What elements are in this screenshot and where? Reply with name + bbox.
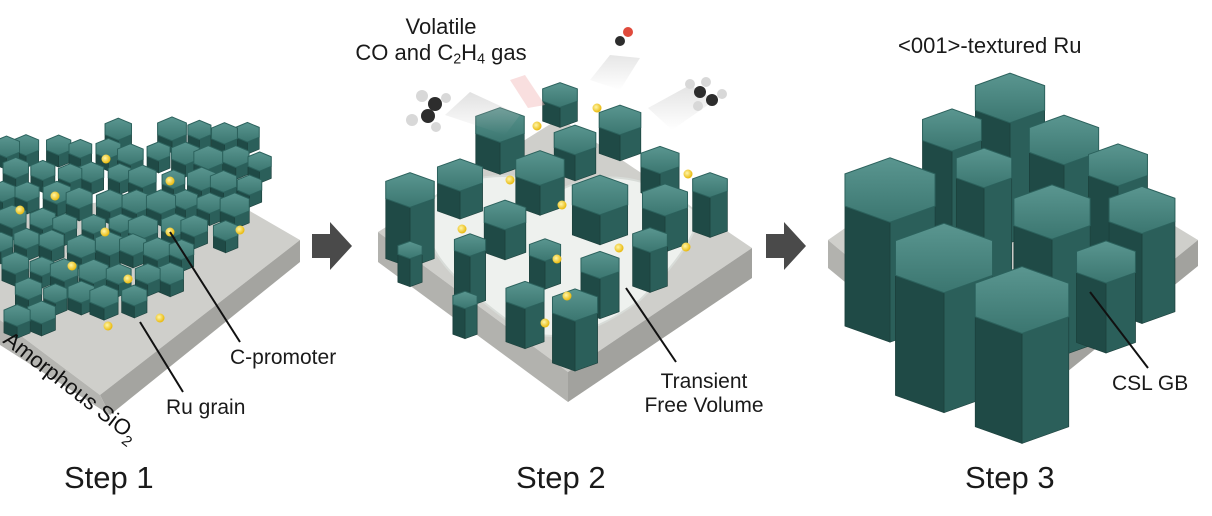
process-arrow-2 xyxy=(766,222,806,270)
c-promoter-dot xyxy=(103,321,113,331)
co-molecule-icon xyxy=(615,27,633,46)
ru-grain-layer xyxy=(0,116,272,339)
ru-grain xyxy=(13,227,40,262)
step-2-label: Step 2 xyxy=(516,460,606,495)
c-promoter-dot xyxy=(165,176,175,186)
ru-grain xyxy=(974,265,1070,444)
ru-grain xyxy=(397,240,423,288)
c-promoter-dot xyxy=(557,200,567,210)
process-arrow-1 xyxy=(312,222,352,270)
ru-grain xyxy=(212,219,239,254)
c-promoter-dot xyxy=(681,242,691,252)
ru-grain xyxy=(692,172,728,238)
c-promoter-dot xyxy=(155,313,165,323)
c-promoter-dot xyxy=(683,169,693,179)
step-3-label: Step 3 xyxy=(965,460,1055,495)
ru-grain xyxy=(483,199,527,261)
free-volume-label: Transient Free Volume xyxy=(644,370,764,417)
c-promoter-dot xyxy=(614,243,624,253)
panel-step-3 xyxy=(828,72,1198,444)
c-promoter-dot xyxy=(457,224,467,234)
c-promoter-dot xyxy=(235,225,245,235)
ru-grain xyxy=(46,134,72,168)
c-promoter-dot xyxy=(505,175,515,185)
ru-grain xyxy=(156,262,185,298)
ru-grain xyxy=(180,214,208,250)
panel-step-1: Amorphous SiO2 xyxy=(0,116,300,451)
csl-gb-label: CSL GB xyxy=(1112,372,1189,395)
ru-grain xyxy=(436,158,484,220)
c-promoter-dot xyxy=(101,154,111,164)
textured-ru-label: <001>-textured Ru xyxy=(898,33,1082,58)
panel-step-2 xyxy=(378,27,752,402)
ru-grain-layer xyxy=(844,72,1176,444)
ru-grain xyxy=(542,82,578,128)
ru-grain xyxy=(1076,240,1136,354)
c-promoter-dots xyxy=(457,103,693,328)
volatile-gas-molecules xyxy=(406,27,727,135)
ru-grain xyxy=(571,174,629,246)
callout-line-free-volume xyxy=(625,287,677,363)
ru-grain xyxy=(89,284,119,321)
c-promoter-dot xyxy=(532,121,542,131)
c-promoter-label: C-promoter xyxy=(230,346,337,369)
step-1-label: Step 1 xyxy=(64,460,154,495)
ru-grain xyxy=(452,290,478,340)
ru-grain xyxy=(119,233,147,269)
substrate-side-right xyxy=(568,248,752,402)
c2h4-molecule-icon xyxy=(406,90,451,132)
ru-grain xyxy=(515,150,565,216)
ru-grain xyxy=(67,280,95,316)
c-promoter-dot xyxy=(50,191,60,201)
c2h4-molecule-icon xyxy=(685,77,727,111)
ru-grain xyxy=(121,284,148,319)
ru-grain xyxy=(632,227,668,293)
c-promoter-dot xyxy=(15,205,25,215)
substrate-side-left xyxy=(0,320,110,415)
c-promoter-dot xyxy=(100,227,110,237)
c-promoter-dot xyxy=(552,254,562,264)
callout-line-csl-gb xyxy=(1089,291,1149,369)
ru-grain xyxy=(146,141,171,174)
c-promoter-dots xyxy=(15,154,245,331)
ru-grain xyxy=(3,304,31,339)
substrate-side-right xyxy=(100,240,300,415)
c-promoter-dot xyxy=(562,291,572,301)
c-promoter-dot xyxy=(123,274,133,284)
ru-grain xyxy=(598,104,642,162)
c-promoter-dot xyxy=(67,261,77,271)
ru-grain xyxy=(551,288,599,372)
ru-grain xyxy=(505,280,545,350)
callout-line-c-promoter xyxy=(169,231,241,343)
ru-grain xyxy=(528,238,562,290)
volatile-gas-label: Volatile CO and C2H4 gas xyxy=(355,14,527,68)
c-promoter-dot xyxy=(592,103,602,113)
c-promoter-dot xyxy=(540,318,550,328)
callout-line-ru-grain xyxy=(139,321,184,393)
ru-grain-label: Ru grain xyxy=(166,396,246,419)
ru-grain xyxy=(27,300,56,337)
